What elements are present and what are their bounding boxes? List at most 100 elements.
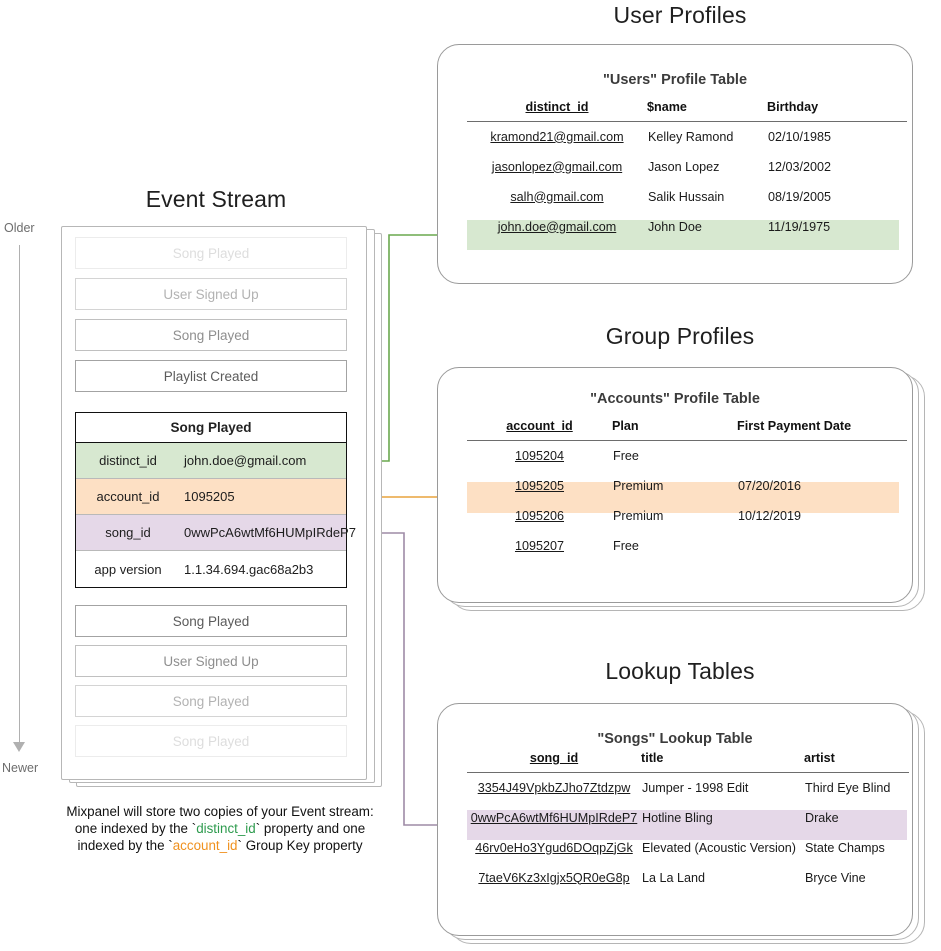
users-table-title: "Users" Profile Table [602, 72, 748, 88]
column-header-account-id: account_id [506, 419, 573, 433]
event-label: Song Played [172, 613, 250, 629]
panel-heading-user-profiles: User Profiles [613, 2, 747, 28]
table-row[interactable]: jasonlopez@gmail.com Jason Lopez 12/03/2… [467, 152, 907, 182]
column-header-title: title [641, 751, 664, 765]
event-property-key: distinct_id [99, 453, 157, 468]
users-row-highlight-band [467, 220, 899, 250]
column-header-artist: artist [804, 751, 835, 765]
event-list-item[interactable]: Playlist Created [75, 360, 347, 392]
cell-plan: Premium [613, 478, 664, 493]
event-list-item[interactable]: Song Played [75, 605, 347, 637]
event-list-item[interactable]: Song Played [75, 725, 347, 757]
cell-first-payment-date [737, 441, 907, 471]
table-row-highlighted[interactable]: john.doe@gmail.com John Doe 11/19/1975 [467, 212, 907, 242]
cell-artist: Bryce Vine [805, 870, 866, 885]
table-row[interactable]: 1095206 Premium 10/12/2019 [467, 501, 907, 531]
cell-birthday: 11/19/1975 [768, 219, 831, 234]
timeline-axis [19, 245, 21, 745]
caption-line-1: Mixpanel will store two copies of your E… [66, 804, 374, 819]
caption-line-2-pre: one indexed by the ` [74, 821, 197, 836]
event-property-value: 1095205 [184, 489, 235, 504]
table-row-highlighted[interactable]: 0wwPcA6wtMf6HUMpIRdeP7 Hotline Bling Dra… [467, 803, 909, 833]
cell-title: Elevated (Acoustic Version) [642, 840, 796, 855]
cell-distinct-id: salh@gmail.com [510, 189, 604, 204]
event-list-item[interactable]: Song Played [75, 237, 347, 269]
event-stream-sheet-front: Song Played User Signed Up Song Played P… [61, 226, 367, 780]
event-list-item[interactable]: User Signed Up [75, 645, 347, 677]
cell-name: John Doe [648, 219, 702, 234]
column-header-distinct-id: distinct_id [525, 100, 589, 114]
caption-line-2-post: ` property and one [255, 821, 366, 836]
cell-song-id: 7taeV6Kz3xIgjx5QR0eG8p [478, 870, 630, 885]
event-property-key: song_id [105, 525, 151, 540]
cell-artist: State Champs [805, 840, 885, 855]
table-row[interactable]: salh@gmail.com Salik Hussain 08/19/2005 [467, 182, 907, 212]
cell-title: Hotline Bling [642, 810, 713, 825]
songs-table-title: "Songs" Lookup Table [597, 731, 753, 747]
event-property-key: app version [94, 561, 162, 577]
accounts-table-title: "Accounts" Profile Table [590, 391, 760, 407]
table-row[interactable]: 3354J49VpkbZJho7Ztdzpw Jumper - 1998 Edi… [467, 773, 909, 803]
cell-account-id: 1095205 [514, 478, 565, 493]
cell-title: Jumper - 1998 Edit [642, 780, 749, 795]
caption-line-3-pre: indexed by the ` [77, 838, 173, 853]
event-label: Song Played [172, 693, 250, 709]
cell-distinct-id: kramond21@gmail.com [490, 129, 624, 144]
caption-line-3: indexed by the `account_id` Group Key pr… [40, 837, 400, 854]
caption-distinct-id-key: distinct_id [196, 821, 256, 836]
event-property-row-song-id[interactable]: song_id 0wwPcA6wtMf6HUMpIRdeP7 [76, 515, 356, 551]
event-label: User Signed Up [163, 286, 259, 302]
selected-event-name: Song Played [76, 413, 346, 443]
caption-account-id-key: account_id [172, 838, 238, 853]
cell-name: Kelley Ramond [648, 129, 734, 144]
cell-account-id: 1095206 [514, 508, 565, 523]
table-row[interactable]: 7taeV6Kz3xIgjx5QR0eG8p La La Land Bryce … [467, 863, 909, 893]
timeline-arrow-icon [13, 742, 25, 752]
event-list-item[interactable]: Song Played [75, 319, 347, 351]
event-stream-caption: Mixpanel will store two copies of your E… [40, 803, 400, 854]
event-label: Playlist Created [163, 368, 259, 384]
accounts-table-wrap: account_id Plan First Payment Date 10952… [467, 419, 907, 561]
table-row[interactable]: 1095207 Free [467, 531, 907, 561]
column-header-song-id: song_id [529, 751, 579, 765]
songs-table-wrap: song_id title artist 3354J49VpkbZJho7Ztd… [467, 751, 909, 893]
timeline-newer-label: Newer [2, 761, 39, 775]
cell-artist: Third Eye Blind [805, 780, 891, 795]
cell-first-payment-date [737, 531, 907, 561]
cell-birthday: 08/19/2005 [768, 189, 832, 204]
cell-first-payment-date: 07/20/2016 [738, 478, 802, 493]
event-property-row-account-id[interactable]: account_id 1095205 [76, 479, 346, 515]
selected-event-card[interactable]: Song Played distinct_id john.doe@gmail.c… [75, 412, 356, 588]
event-list-item[interactable]: Song Played [75, 685, 347, 717]
event-property-value: 1.1.34.694.gac68a2b3 [184, 561, 314, 577]
cell-distinct-id: john.doe@gmail.com [497, 219, 617, 234]
table-row[interactable]: kramond21@gmail.com Kelley Ramond 02/10/… [467, 122, 907, 152]
cell-name: Jason Lopez [648, 159, 720, 174]
event-list-item[interactable]: User Signed Up [75, 278, 347, 310]
cell-name: Salik Hussain [648, 189, 725, 204]
table-row[interactable]: 46rv0eHo3Ygud6DOqpZjGk Elevated (Acousti… [467, 833, 909, 863]
accounts-row-highlight-band [467, 482, 899, 513]
column-header-plan: Plan [612, 419, 639, 433]
column-header-first-payment-date: First Payment Date [737, 419, 852, 433]
cell-song-id: 46rv0eHo3Ygud6DOqpZjGk [475, 840, 633, 855]
event-property-row-app-version[interactable]: app version 1.1.34.694.gac68a2b3 [76, 551, 346, 587]
caption-line-3-post: ` Group Key property [237, 838, 363, 853]
table-row[interactable]: 1095204 Free [467, 441, 907, 471]
cell-account-id: 1095204 [514, 448, 565, 463]
cell-song-id: 3354J49VpkbZJho7Ztdzpw [477, 780, 631, 795]
column-header-birthday: Birthday [767, 100, 819, 114]
users-table-wrap: distinct_id $name Birthday kramond21@gma… [467, 100, 907, 242]
event-label: User Signed Up [163, 653, 259, 669]
column-header-name: $name [647, 100, 687, 114]
event-label: Song Played [172, 245, 250, 261]
event-label: Song Played [172, 733, 250, 749]
accounts-table: account_id Plan First Payment Date 10952… [467, 419, 907, 561]
caption-line-2: one indexed by the `distinct_id` propert… [40, 820, 400, 837]
panel-heading-group-profiles: Group Profiles [605, 323, 755, 349]
cell-song-id: 0wwPcA6wtMf6HUMpIRdeP7 [470, 810, 638, 825]
table-row-highlighted[interactable]: 1095205 Premium 07/20/2016 [467, 471, 907, 501]
event-property-row-distinct-id[interactable]: distinct_id john.doe@gmail.com [76, 443, 346, 479]
users-table: distinct_id $name Birthday kramond21@gma… [467, 100, 907, 242]
cell-birthday: 02/10/1985 [768, 129, 832, 144]
